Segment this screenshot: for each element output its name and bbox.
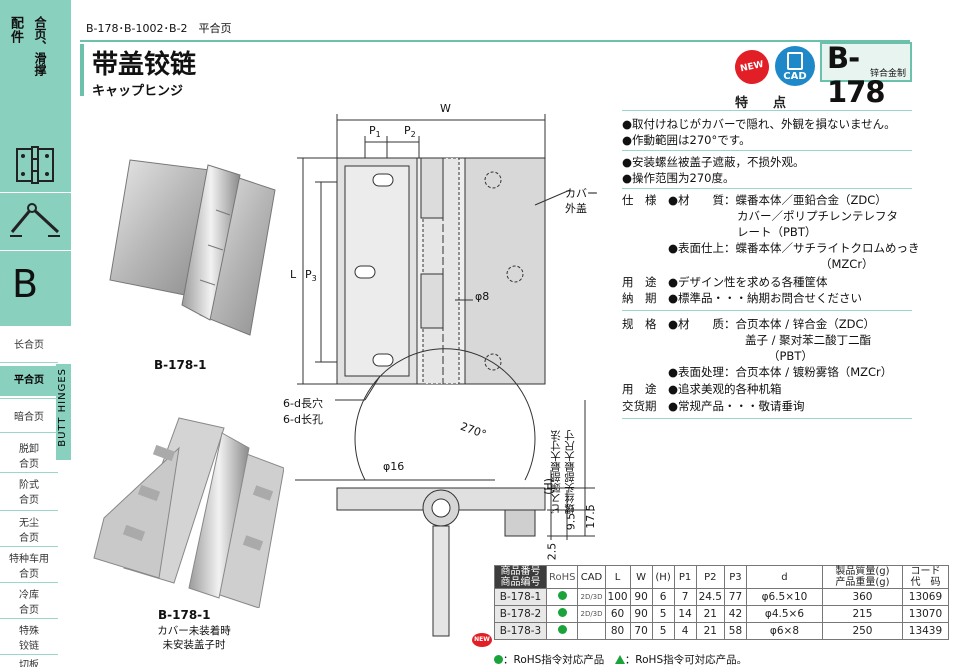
use-cn: ●追求美观的各种机箱 xyxy=(668,382,782,396)
use-jp: ●デザイン性を求める各種筐体 xyxy=(668,275,828,289)
th-mass: 製品質量(g) 产品重量(g) xyxy=(821,565,903,589)
label-cover-jp: カバー xyxy=(565,187,598,200)
sidebar-item-vehicle-hinge[interactable]: 特种车用 合页 xyxy=(9,554,49,580)
sidebar-item-step-hinge[interactable]: 阶式 合页 xyxy=(19,480,39,506)
product-photo-open xyxy=(93,417,284,608)
rohs-compliant-icon xyxy=(557,625,567,634)
rohs-compliant-icon xyxy=(557,591,567,600)
header-rule xyxy=(80,40,910,42)
label-slot-cn: 6-d长孔 xyxy=(283,413,323,426)
features-heading: 特 点 xyxy=(735,96,793,111)
spec-jp-line-1: ●材 質：蝶番本体／亜鉛合金（ZDC） xyxy=(668,193,887,207)
document-icon xyxy=(787,52,803,70)
dim-p2: P2 xyxy=(404,124,416,140)
spec-cn-label: 规 格 xyxy=(622,317,657,331)
dim-p1: P1 xyxy=(369,124,381,140)
feature-jp-2: ●作動範囲は270°です。 xyxy=(622,133,751,147)
label-cover-cn: 外盖 xyxy=(565,202,587,215)
spec-cn-line-1: ●材 质：合页本体 / 锌合金（ZDC） xyxy=(668,317,875,331)
model-box: B-178 锌合金制 xyxy=(820,41,912,109)
new-row-badge: NEW xyxy=(472,633,492,647)
butt-hinges-tab: BUTT HINGES xyxy=(56,364,71,460)
sidebar-item-cleanroom-hinge[interactable]: 无尘 合页 xyxy=(19,518,39,544)
dim-phi16: φ16 xyxy=(383,460,405,473)
th-p3: P3 xyxy=(723,565,747,589)
use-jp-label: 用 途 xyxy=(622,275,657,289)
butt-hinge-icon xyxy=(16,146,54,184)
cad-badge[interactable]: CAD xyxy=(775,46,815,86)
sidebar-item-long-hinge[interactable]: 长合页 xyxy=(14,340,44,351)
dim-2-5: 2.5 xyxy=(545,542,559,561)
dim-phi8: φ8 xyxy=(475,290,490,303)
feature-cn-2: ●操作范围为270度。 xyxy=(622,171,735,185)
spec-table: 商品番号 商品编号 RoHS CAD L W (H) P1 P2 P3 d 製品… xyxy=(494,565,949,640)
th-code: コード 代 码 xyxy=(901,565,949,589)
rohs-compliant-icon xyxy=(494,655,503,664)
new-badge: NEW xyxy=(731,46,773,88)
delivery-cn: ●常规产品・・・敬请垂询 xyxy=(668,399,805,413)
th-l: L xyxy=(604,565,631,589)
feature-jp-1: ●取付けねじがカバーで隠れ、外観を損ないません。 xyxy=(622,117,896,131)
dim-w: W xyxy=(440,102,451,115)
screw-head-note-cn: 螺丝头部最大尺寸 xyxy=(564,430,576,514)
th-h: (H) xyxy=(651,565,675,589)
sidebar-item-concealed-hinge[interactable]: 暗合页 xyxy=(14,412,44,423)
label-slot-jp: 6-d長穴 xyxy=(283,397,323,410)
sidebar-item-cold-storage-hinge[interactable]: 冷库 合页 xyxy=(19,590,39,616)
page-title: 带盖铰链 xyxy=(92,50,197,80)
model-code: B-178 xyxy=(827,41,886,109)
delivery-cn-label: 交货期 xyxy=(622,399,657,413)
th-p2: P2 xyxy=(695,565,725,589)
th-rohs: RoHS xyxy=(545,565,579,589)
sidebar-item-flat-hinge[interactable]: 平合页 xyxy=(0,366,58,396)
breadcrumb: B-178･B-1002･B-2 平合页 xyxy=(86,22,232,35)
category-jp: 配件 xyxy=(8,16,23,44)
photo-caption-top: B-178-1 xyxy=(154,358,207,372)
spec-jp-line-5: （MZCr） xyxy=(820,257,874,271)
dim-l: L xyxy=(290,268,297,281)
model-material: 锌合金制 xyxy=(869,69,906,79)
spec-cn-line-4: ●表面处理：合页本体 / 镀粉雾铬（MZCr） xyxy=(668,365,893,379)
dim-p3: P3 xyxy=(305,268,317,284)
page-subtitle: キャップヒンジ xyxy=(92,84,184,99)
th-w: W xyxy=(629,565,653,589)
delivery-jp: ●標準品・・・納期お問合せください xyxy=(668,291,863,305)
spec-cn-line-3: （PBT） xyxy=(768,349,813,363)
spec-cn-line-2: 盖子 / 聚对苯二酸丁二酯 xyxy=(745,333,872,347)
photo-note: カバー未装着時未安装盖子时 xyxy=(157,625,231,651)
rohs-possible-icon xyxy=(614,655,625,664)
sidebar: 配件 合页、滑撑 B BUTT HINGES 长合页 平合页 暗合页 脱卸 合页… xyxy=(0,0,71,667)
delivery-jp-label: 納 期 xyxy=(622,291,657,305)
sidebar-item-special-hinge[interactable]: 特殊 铰链 xyxy=(19,626,39,652)
spec-jp-line-4: ●表面仕上：蝶番本体／サチライトクロムめっき xyxy=(668,241,920,255)
photo-caption-bottom: B-178-1 xyxy=(158,608,211,622)
sidebar-item-lift-off-hinge[interactable]: 脱卸 合页 xyxy=(19,444,39,470)
rohs-legend: ：RoHS指令対応产品 ：RoHS指令可対応产品。 xyxy=(494,652,747,667)
spec-jp-label: 仕 様 xyxy=(622,193,657,207)
screw-head-note-jp: ビス頭部最大寸法 xyxy=(550,430,562,514)
th-p1: P1 xyxy=(673,565,697,589)
th-cad: CAD xyxy=(577,565,606,589)
technical-drawing xyxy=(295,114,595,637)
section-letter: B xyxy=(12,262,39,306)
dim-17-5: 17.5 xyxy=(583,504,597,529)
product-photo-closed xyxy=(109,159,276,336)
th-d: d xyxy=(745,565,823,589)
spec-jp-line-3: レート（PBT） xyxy=(737,225,817,239)
stay-hinge-icon xyxy=(10,203,60,237)
category-cn: 合页、滑撑 xyxy=(33,16,47,76)
th-item-no: 商品番号 商品编号 xyxy=(494,565,547,589)
spec-jp-line-2: カバー／ポリプチレンテレフタ xyxy=(737,209,898,223)
sidebar-category-panel: 配件 合页、滑撑 B xyxy=(0,0,71,326)
rohs-compliant-icon xyxy=(557,608,567,617)
title-accent-bar xyxy=(80,44,84,96)
dim-9-5: 9.5 xyxy=(564,512,578,531)
use-cn-label: 用 途 xyxy=(622,382,657,396)
feature-cn-1: ●安装螺丝被盖子遮蔽，不损外观。 xyxy=(622,155,805,169)
sidebar-item-cut-plate[interactable]: 切板 xyxy=(19,660,39,667)
